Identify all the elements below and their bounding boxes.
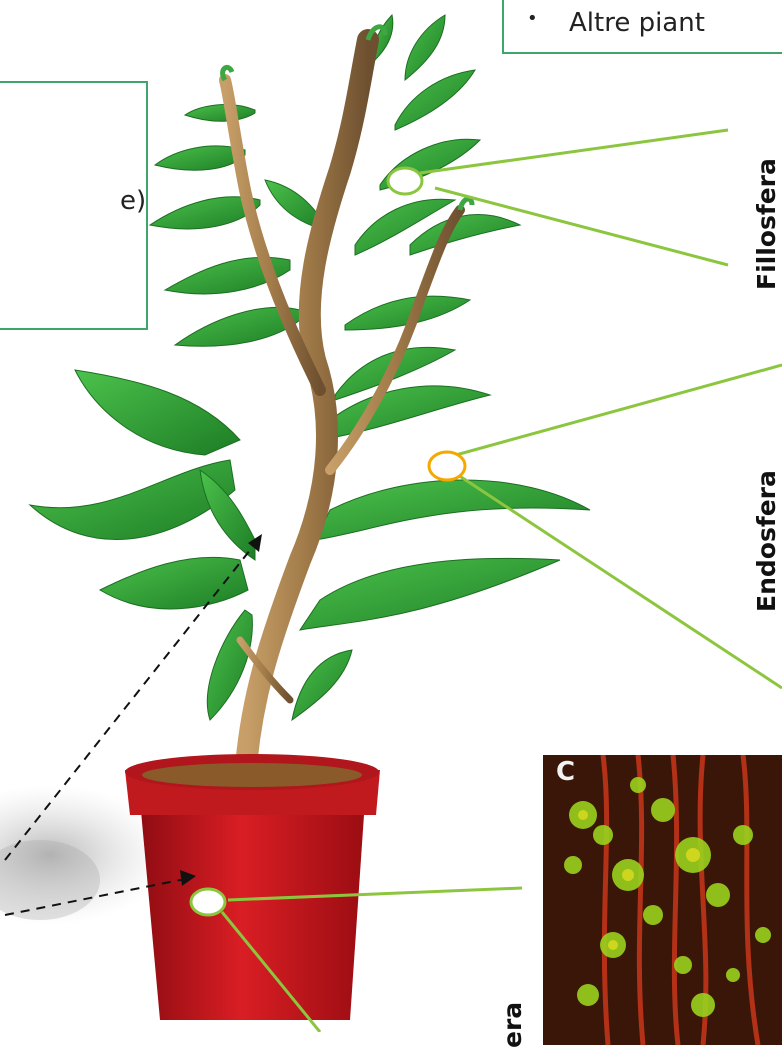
label-fillosfera: Fillosfera — [752, 158, 781, 290]
label-rizosfera: era — [498, 1002, 527, 1048]
fillosfera-marker — [388, 168, 422, 194]
micrograph-image — [543, 755, 782, 1045]
endosfera-marker — [429, 452, 465, 480]
micrograph-panel-letter: C — [556, 757, 575, 787]
label-endosfera: Endosfera — [752, 470, 781, 612]
left-box-text: e) — [120, 186, 146, 216]
rizosfera-marker — [191, 889, 225, 915]
bullet: • — [527, 8, 538, 29]
micrograph-texture — [543, 755, 782, 1045]
top-box-text: Altre piant — [569, 8, 705, 38]
pot — [125, 754, 380, 1020]
